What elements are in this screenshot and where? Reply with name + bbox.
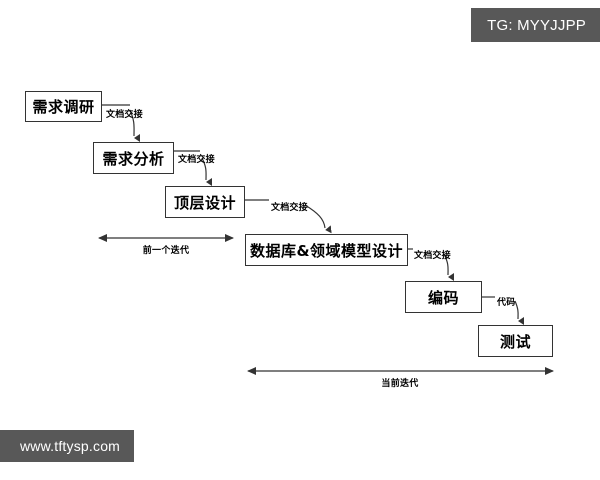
node-req-research[interactable]: 需求调研 [25,91,102,122]
node-req-analysis[interactable]: 需求分析 [93,142,174,174]
watermark-top-right: TG: MYYJJPP [471,8,600,42]
edge-req-analysis-to-top-design [174,150,213,187]
watermark-bottom-left: www.tftysp.com [0,430,135,462]
edge-req-research-to-req-analysis [102,104,141,143]
edge-label-doc-handover-4: 文档交接 [414,251,451,261]
edge-label-doc-handover-3: 文档交接 [271,203,308,213]
node-db-domain-model-design[interactable]: 数据库&领域模型设计 [245,234,408,266]
span-label-current-iteration: 当前迭代 [381,379,419,389]
node-top-design[interactable]: 顶层设计 [165,186,245,218]
node-testing[interactable]: 测试 [478,325,553,357]
edge-label-code: 代码 [497,298,516,308]
edge-label-doc-handover-2: 文档交接 [178,155,215,165]
span-label-prev-iteration: 前一个迭代 [142,246,190,256]
node-coding[interactable]: 编码 [405,281,482,313]
edge-label-doc-handover-1: 文档交接 [106,110,143,120]
edge-db-domain-to-coding [408,248,455,282]
edge-coding-to-testing [482,296,525,326]
edge-top-design-to-db-domain [245,199,332,234]
